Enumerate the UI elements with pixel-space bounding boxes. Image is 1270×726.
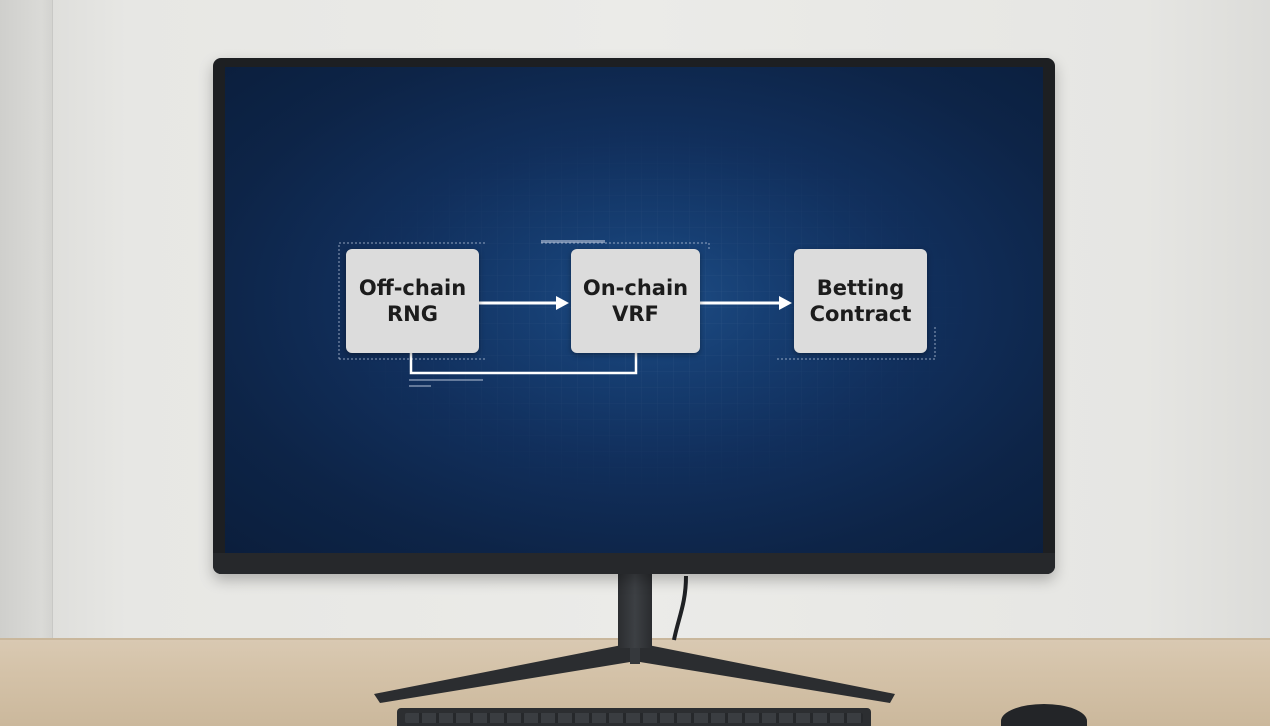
caption-mark-bottom-1 (409, 379, 483, 381)
keyboard (397, 708, 871, 726)
monitor-cable (672, 575, 688, 641)
monitor-bottom-bezel (213, 553, 1055, 574)
wall-edge (0, 0, 53, 640)
caption-mark-top (541, 240, 605, 243)
monitor-screen: Off-chain RNG On-chain VRF Betting Contr… (225, 67, 1043, 553)
node-offchain-rng: Off-chain RNG (346, 249, 479, 353)
arrowhead-onchain-to-betting (779, 296, 792, 310)
arrowhead-offchain-to-onchain (556, 296, 569, 310)
keyboard-keys (405, 713, 863, 723)
diagram-connectors (338, 240, 936, 387)
mouse (1001, 704, 1087, 726)
loop-connector-offchain-onchain (409, 353, 638, 375)
node-onchain-vrf: On-chain VRF (571, 249, 700, 353)
dashed-outline-left (338, 242, 487, 359)
caption-mark-bottom-2 (409, 385, 431, 387)
dashed-outline-right (777, 325, 936, 360)
monitor-stand-neck (618, 574, 652, 648)
node-betting-contract: Betting Contract (794, 249, 927, 353)
